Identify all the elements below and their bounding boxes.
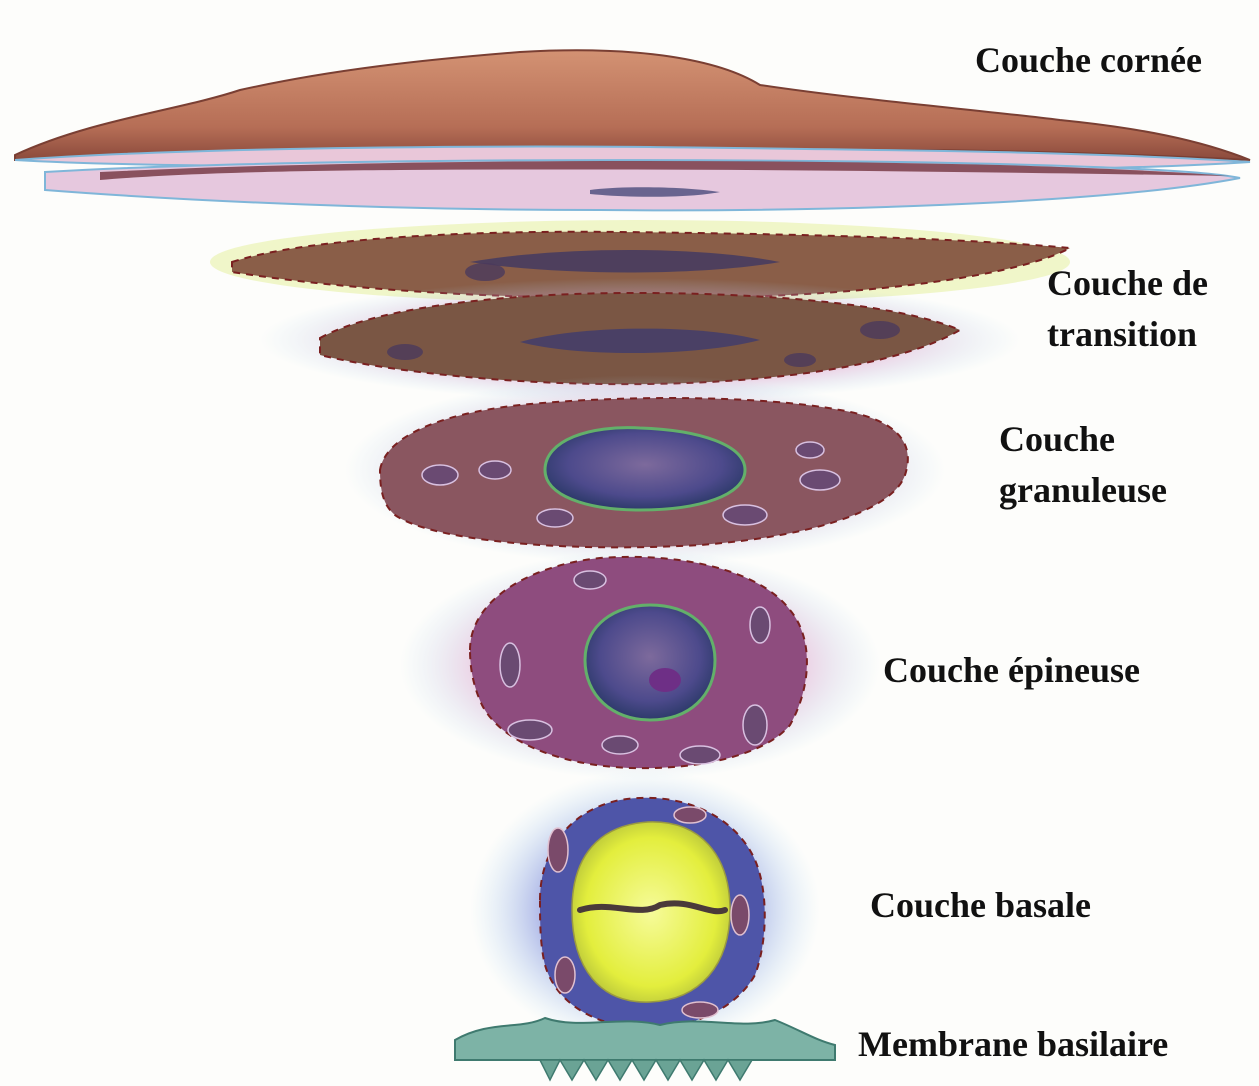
couche-granuleuse-layer [345,375,945,565]
couche-transition-label-line2: transition [1047,309,1208,360]
couche-epineuse-label: Couche épineuse [883,645,1140,696]
couche-granuleuse-label: Couche granuleuse [999,414,1167,516]
membrane-basilaire-layer [455,1018,835,1080]
couche-basale-layer [470,770,820,1050]
couche-transition-label-line1: Couche de [1047,258,1208,309]
couche-epineuse-layer [400,550,880,780]
couche-transition-layer [210,220,1070,402]
membrane-basilaire-label: Membrane basilaire [858,1019,1168,1070]
couche-basale-label: Couche basale [870,880,1091,931]
couche-granuleuse-label-line2: granuleuse [999,465,1167,516]
couche-granuleuse-label-line1: Couche [999,414,1167,465]
couche-cornee-label: Couche cornée [975,35,1202,86]
couche-transition-label: Couche de transition [1047,258,1208,360]
